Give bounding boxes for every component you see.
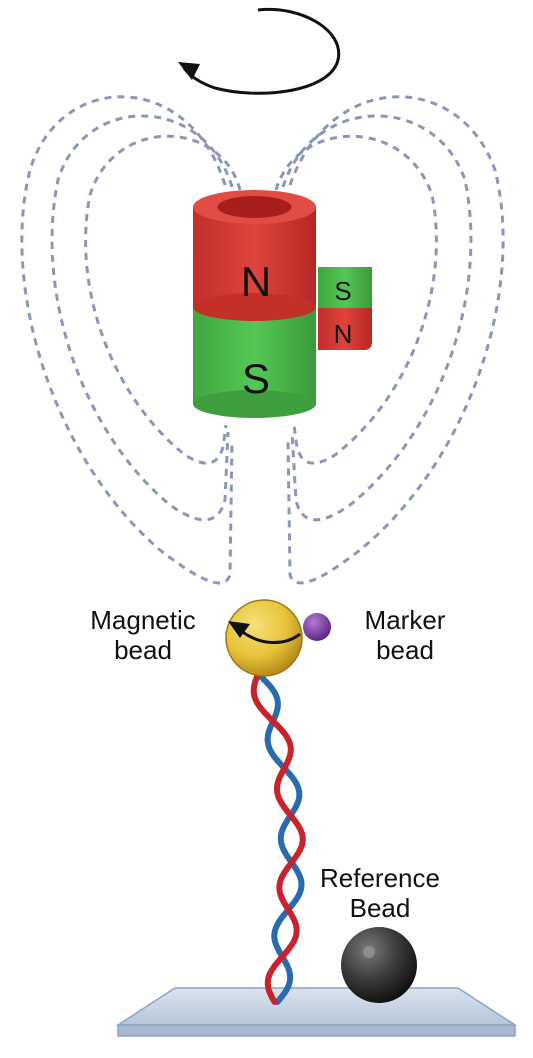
bead-rotation-arrow-icon: [228, 621, 301, 645]
marker-bead-label-line2: bead: [376, 635, 434, 665]
marker-bead-label-line1: Marker: [364, 605, 446, 635]
reference-bead-label-line1: Reference: [320, 863, 440, 893]
small-magnet-north-pole: [318, 307, 372, 350]
dna-tether: [250, 671, 306, 1005]
small-magnet-north-label: N: [334, 319, 353, 349]
large-magnet-south-label: S: [242, 355, 270, 402]
marker-bead: [303, 613, 331, 641]
large-magnet-north-pole: [193, 190, 316, 321]
reference-bead: [341, 927, 417, 1003]
large-magnet-south-pole: [193, 306, 316, 418]
large-magnet: N S: [193, 190, 316, 418]
dna-strand-red: [250, 671, 306, 1005]
reference-bead-label: Reference Bead: [305, 863, 455, 923]
large-magnet-north-label: N: [241, 258, 271, 305]
small-magnet-south-label: S: [334, 276, 351, 306]
magnetic-field-lines: [20, 95, 505, 585]
glass-slide: [115, 987, 518, 1037]
reference-bead-label-line2: Bead: [349, 893, 411, 923]
small-magnet-south-pole: [318, 267, 372, 308]
magnetic-bead-label-line2: bead: [114, 635, 172, 665]
magnetic-bead-label: Magnetic bead: [70, 605, 216, 665]
curved-arrow-icon: [178, 7, 341, 95]
magnetic-bead-label-line1: Magnetic: [90, 605, 196, 635]
magnetic-bead: [225, 599, 303, 677]
marker-bead-label: Marker bead: [345, 605, 465, 665]
dna-strand-blue: [255, 671, 305, 1005]
small-magnet: S N: [318, 267, 372, 350]
